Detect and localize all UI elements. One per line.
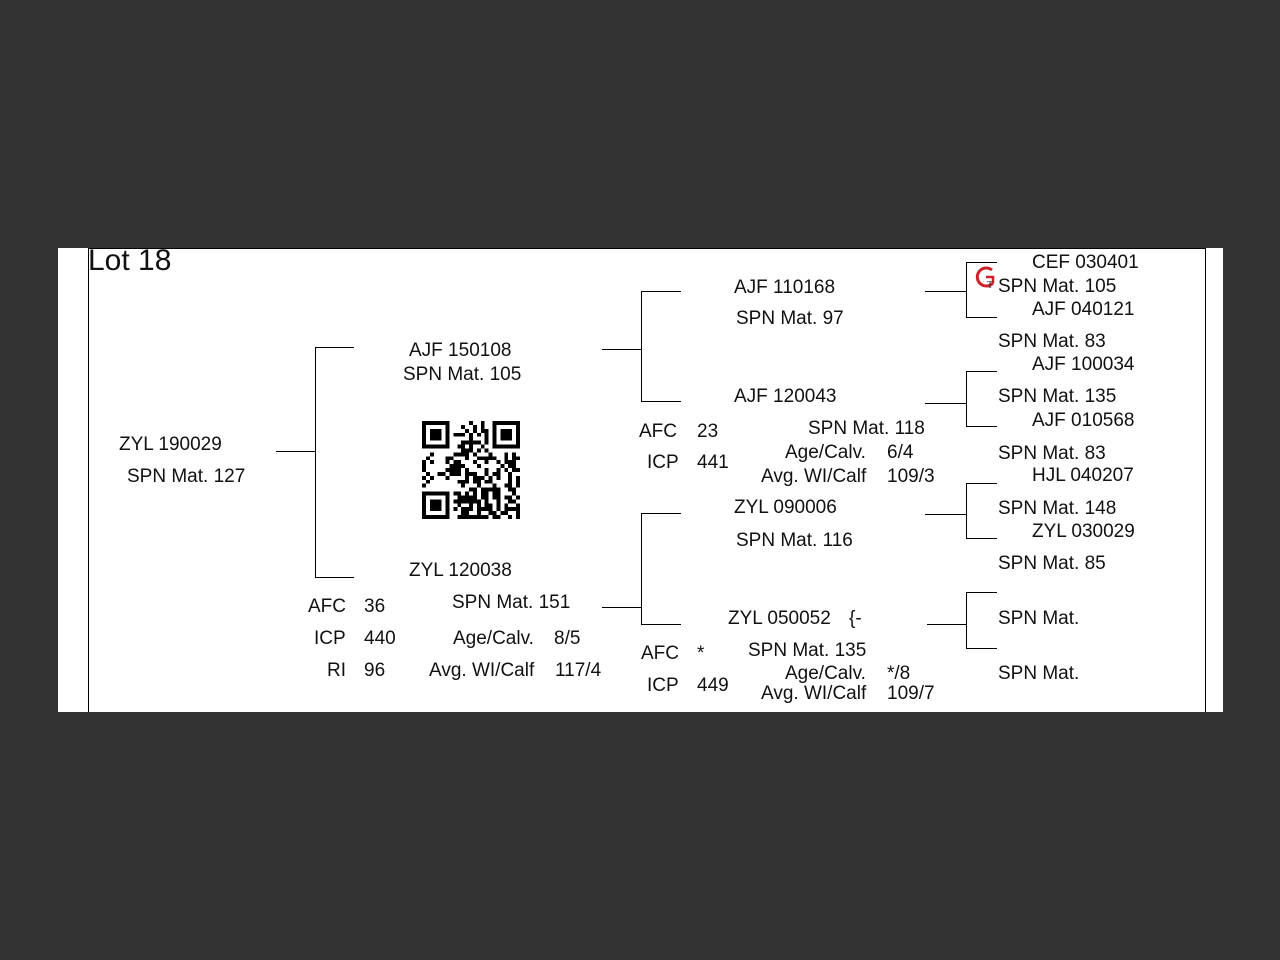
connector bbox=[966, 592, 997, 593]
connector bbox=[966, 483, 997, 484]
connector bbox=[641, 291, 642, 401]
dam-icp-label: ICP bbox=[314, 628, 346, 649]
gg2-id: AJF 040121 bbox=[1032, 299, 1135, 320]
gg6-id: ZYL 030029 bbox=[1032, 521, 1135, 542]
dd-suffix: {- bbox=[849, 608, 862, 629]
sd-mat: SPN Mat. 118 bbox=[808, 418, 925, 439]
dam-wi-value: 117/4 bbox=[555, 660, 602, 681]
sd-age-value: 6/4 bbox=[887, 442, 914, 463]
connector bbox=[966, 426, 997, 427]
gt-logo-icon: T bbox=[975, 266, 995, 290]
connector bbox=[315, 347, 316, 577]
connector bbox=[966, 371, 967, 426]
ss-id: AJF 110168 bbox=[734, 277, 836, 298]
dam-age-label: Age/Calv. bbox=[453, 628, 534, 649]
connector bbox=[641, 291, 681, 292]
sd-wi-label: Avg. WI/Calf bbox=[761, 466, 867, 487]
gg1-mat: SPN Mat. 105 bbox=[998, 276, 1117, 297]
gg3-id: AJF 100034 bbox=[1032, 354, 1135, 375]
dd-wi-value: 109/7 bbox=[887, 683, 935, 704]
dd-wi-label: Avg. WI/Calf bbox=[761, 683, 867, 704]
ds-mat: SPN Mat. 116 bbox=[736, 530, 853, 551]
sd-icp-value: 441 bbox=[697, 452, 729, 473]
connector bbox=[927, 624, 966, 625]
dam-ri-value: 96 bbox=[364, 660, 386, 681]
connector bbox=[641, 624, 681, 625]
gg5-mat: SPN Mat. 148 bbox=[998, 498, 1117, 519]
ss-mat: SPN Mat. 97 bbox=[736, 308, 844, 329]
connector bbox=[966, 371, 997, 372]
gg4-mat: SPN Mat. 83 bbox=[998, 443, 1106, 464]
dam-id: ZYL 120038 bbox=[409, 560, 512, 581]
gg1-id: CEF 030401 bbox=[1032, 252, 1139, 273]
dd-afc-value: * bbox=[697, 643, 705, 664]
connector bbox=[641, 513, 642, 624]
connector bbox=[966, 262, 967, 317]
connector bbox=[602, 607, 641, 608]
dam-age-value: 8/5 bbox=[554, 628, 581, 649]
sd-afc-label: AFC bbox=[639, 421, 677, 442]
connector bbox=[925, 403, 966, 404]
gg8-mat: SPN Mat. bbox=[998, 663, 1080, 684]
dd-icp-value: 449 bbox=[697, 675, 729, 696]
left-border bbox=[88, 248, 89, 712]
dd-age-value: */8 bbox=[887, 663, 911, 684]
animal-mat: SPN Mat. 127 bbox=[127, 466, 246, 487]
connector bbox=[925, 291, 966, 292]
ds-id: ZYL 090006 bbox=[734, 497, 837, 518]
sd-age-label: Age/Calv. bbox=[785, 442, 866, 463]
connector bbox=[641, 513, 681, 514]
sire-mat: SPN Mat. 105 bbox=[403, 364, 522, 385]
sire-id: AJF 150108 bbox=[409, 340, 512, 361]
svg-text:T: T bbox=[987, 280, 993, 290]
dd-id: ZYL 050052 bbox=[728, 608, 831, 629]
dam-ri-label: RI bbox=[327, 660, 346, 681]
connector bbox=[966, 538, 997, 539]
gg4-id: AJF 010568 bbox=[1032, 410, 1135, 431]
connector bbox=[315, 347, 354, 348]
top-border bbox=[88, 248, 1205, 249]
pedigree-sheet: Lot 18 ZYL 190029 SPN Mat. 127 AJF 15010… bbox=[58, 248, 1223, 712]
gg3-mat: SPN Mat. 135 bbox=[998, 386, 1117, 407]
gg6-mat: SPN Mat. 85 bbox=[998, 553, 1106, 574]
dam-wi-label: Avg. WI/Calf bbox=[429, 660, 535, 681]
dd-icp-label: ICP bbox=[647, 675, 679, 696]
connector bbox=[925, 514, 966, 515]
connector bbox=[966, 592, 967, 648]
gg7-mat: SPN Mat. bbox=[998, 608, 1080, 629]
dd-afc-label: AFC bbox=[641, 643, 679, 664]
animal-id: ZYL 190029 bbox=[119, 434, 222, 455]
sd-wi-value: 109/3 bbox=[887, 466, 935, 487]
dam-afc-value: 36 bbox=[364, 596, 386, 617]
lot-title: Lot 18 bbox=[88, 248, 172, 277]
dam-icp-value: 440 bbox=[364, 628, 396, 649]
gg2-mat: SPN Mat. 83 bbox=[998, 331, 1106, 352]
qr-code-icon bbox=[422, 421, 520, 519]
dam-afc-label: AFC bbox=[308, 596, 346, 617]
dd-mat: SPN Mat. 135 bbox=[748, 640, 867, 661]
connector bbox=[966, 262, 997, 263]
connector bbox=[966, 317, 997, 318]
dam-mat: SPN Mat. 151 bbox=[452, 592, 571, 613]
right-border bbox=[1205, 248, 1206, 712]
connector bbox=[966, 483, 967, 538]
dd-age-label: Age/Calv. bbox=[785, 663, 866, 684]
gg5-id: HJL 040207 bbox=[1032, 465, 1134, 486]
connector bbox=[966, 648, 997, 649]
connector bbox=[276, 451, 315, 452]
connector bbox=[641, 401, 681, 402]
sd-icp-label: ICP bbox=[647, 452, 679, 473]
sd-id: AJF 120043 bbox=[734, 386, 837, 407]
sd-afc-value: 23 bbox=[697, 421, 719, 442]
connector bbox=[602, 349, 641, 350]
connector bbox=[315, 577, 354, 578]
